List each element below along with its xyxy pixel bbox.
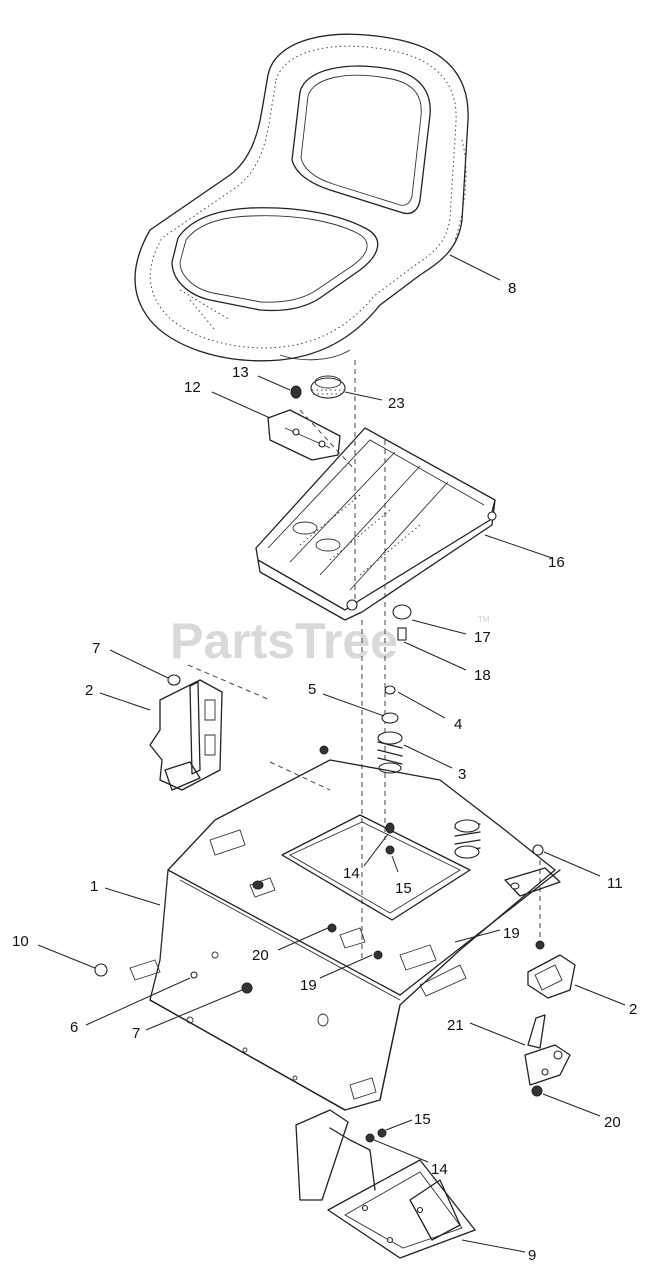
callout-2-left: 2 [85,682,93,699]
callout-15-bottom: 15 [414,1111,431,1128]
callout-7-top: 7 [92,640,100,657]
callout-3: 3 [458,766,466,783]
leader-lines [37,254,626,1253]
nut-part-20-frame [327,923,337,933]
nut-part-11 [532,844,544,856]
bolt-part-14-bottom [365,1133,375,1143]
hinge-bracket-part-2-left [149,679,223,791]
nut-part-20-bottom [531,1085,543,1097]
hinge-bracket-part-2-right [527,940,576,999]
callout-9: 9 [528,1247,536,1264]
nut-part-15-bottom [377,1128,387,1138]
callout-16: 16 [548,554,565,571]
callout-8: 8 [508,280,516,297]
callout-13: 13 [232,364,249,381]
callout-20-bottom: 20 [604,1114,621,1131]
nut-part-15-top [385,845,395,855]
callout-19-right: 19 [503,925,520,942]
callout-5: 5 [308,681,316,698]
callout-18: 18 [474,667,491,684]
bumper-part-10 [94,963,108,977]
nut-part-19-frame [373,950,383,960]
callout-14-bottom: 14 [431,1161,448,1178]
washer-part-13 [290,385,302,399]
callout-20-frame: 20 [252,947,269,964]
frame-bolt-top [319,745,329,755]
watermark-tm: TM [478,615,490,624]
cap-part-17 [392,604,412,620]
callout-4: 4 [454,716,462,733]
callout-12: 12 [184,379,201,396]
callout-6: 6 [70,1019,78,1036]
spring-part-3 [377,731,403,774]
bracket-part-12 [267,409,341,461]
callout-19-frame: 19 [300,977,317,994]
callout-7-bottom: 7 [132,1025,140,1042]
callout-14-top: 14 [343,865,360,882]
bolt-part-14-top [385,822,395,834]
callout-15-top: 15 [395,880,412,897]
pin-part-6 [190,971,198,979]
callout-1: 1 [90,878,98,895]
callout-2-right: 2 [629,1001,637,1018]
watermark: PartsTree [170,613,398,669]
adjust-knob-part-23 [310,375,346,399]
seat-part-8 [134,33,469,362]
frame-grommet [252,880,264,890]
callout-10: 10 [12,933,29,950]
nut-part-7-frame [241,982,253,994]
washer-part-5 [381,712,399,724]
callout-11: 11 [607,875,623,892]
nut-part-4 [384,685,396,695]
nut-part-7-top [167,674,181,686]
bolt-part-18 [397,627,407,641]
callout-17: 17 [474,629,491,646]
seat-pan-part-16 [255,427,497,621]
support-bracket-part-9 [295,1109,476,1259]
latch-part-21 [524,1014,571,1086]
frame-part-1 [129,759,561,1111]
callout-23: 23 [388,395,405,412]
callout-21: 21 [447,1017,464,1034]
